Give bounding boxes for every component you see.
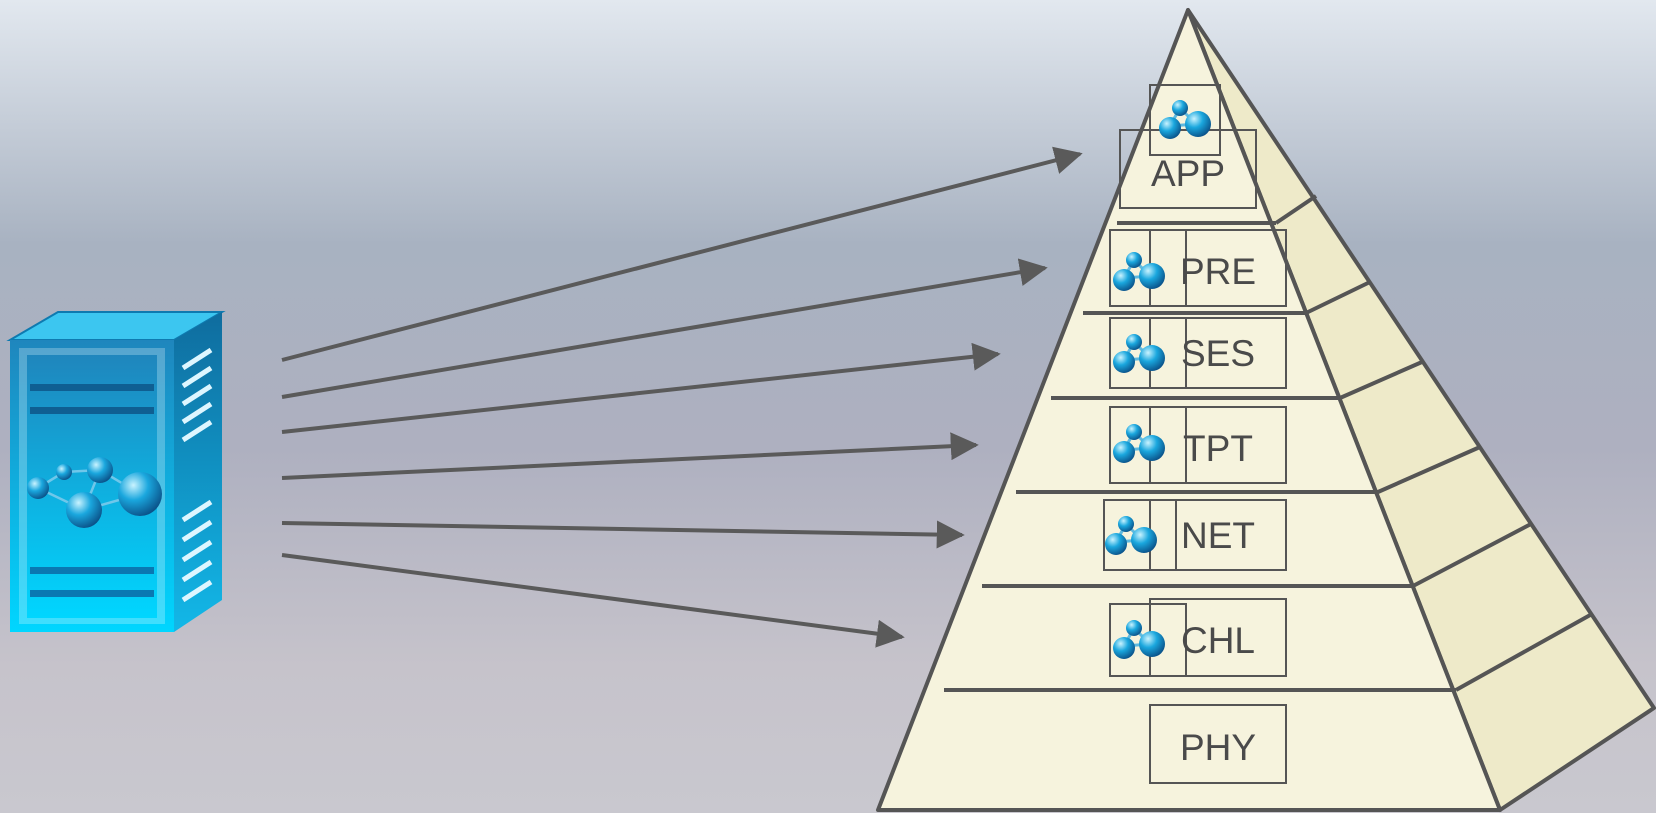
pyramid-front-face — [876, 8, 1502, 812]
layer-ses-icon-box — [1109, 317, 1187, 389]
arrows-group — [281, 146, 1083, 648]
layer-ses[interactable]: SES — [1109, 317, 1287, 389]
layer-phy-label: PHY — [1180, 727, 1256, 768]
layer-pre-icon-box — [1109, 229, 1187, 307]
layer-phy[interactable]: PHY — [1149, 704, 1287, 784]
layer-app-icon-box — [1149, 84, 1221, 156]
arrow-to-net — [281, 520, 965, 549]
osi-pyramid — [876, 8, 1656, 812]
layer-chl-icon-box — [1109, 603, 1187, 677]
layer-app-label: APP — [1151, 153, 1225, 194]
layer-ses-label: SES — [1181, 333, 1255, 374]
layer-tpt-icon-box — [1109, 406, 1187, 484]
layer-pre-label: PRE — [1180, 251, 1256, 292]
arrow-to-pre — [281, 258, 1048, 399]
layer-pre[interactable]: PRE — [1109, 229, 1287, 307]
layer-net[interactable]: NET — [1103, 499, 1287, 571]
layer-net-label: NET — [1181, 515, 1255, 556]
arrow-to-ses — [281, 342, 1001, 434]
layer-tpt[interactable]: TPT — [1109, 406, 1287, 484]
arrow-to-app — [281, 146, 1083, 362]
layer-app[interactable]: APP — [1119, 84, 1257, 209]
layer-tpt-label: TPT — [1183, 428, 1253, 469]
layer-chl-label: CHL — [1181, 620, 1255, 661]
layer-net-icon-box — [1103, 499, 1177, 571]
arrow-to-chl — [281, 553, 905, 648]
server-tower-icon — [6, 311, 226, 632]
arrow-to-tpt — [281, 432, 979, 480]
layer-chl[interactable]: CHL — [1109, 598, 1287, 677]
layer-phy-box — [1149, 704, 1287, 784]
